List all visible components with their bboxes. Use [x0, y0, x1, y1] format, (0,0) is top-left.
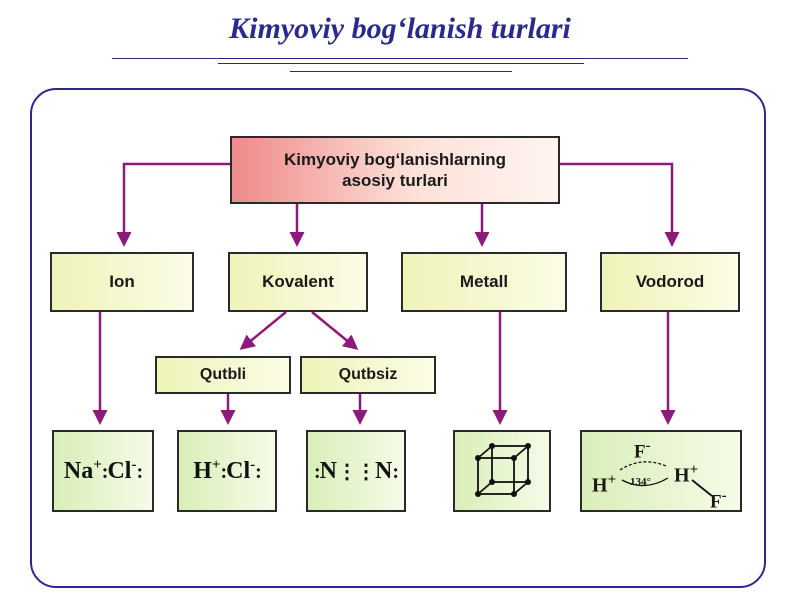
example-qutbsiz: :N⋮⋮N: — [306, 430, 406, 512]
ion-formula: Na+:Cl-: — [63, 457, 143, 485]
electron-dots: : — [101, 461, 109, 483]
category-vodorod: Vodorod — [600, 252, 740, 312]
cubic-lattice-icon — [475, 443, 531, 497]
electron-dots: : — [255, 461, 262, 483]
arrow-root-to-vodorod — [560, 162, 680, 247]
qutbli-formula: H+:Cl-: — [193, 457, 262, 485]
category-vodorod-label: Vodorod — [635, 272, 705, 291]
qutbsiz-formula: :N⋮⋮N: — [313, 457, 399, 485]
electron-dots: : — [313, 460, 321, 483]
root-node: Kimyoviy bog‘lanishlarning asosiy turlar… — [230, 136, 560, 204]
subtype-qutbsiz: Qutbsiz — [300, 356, 436, 394]
qutbsiz-atom2: N — [375, 457, 393, 484]
vodorod-f1-charge: - — [645, 438, 651, 454]
qutbli-atom2: Cl — [226, 458, 251, 484]
triple-bond-dots: ⋮⋮ — [337, 460, 376, 483]
subtype-qutbsiz-label: Qutbsiz — [338, 366, 398, 383]
title-underline-middle — [218, 63, 584, 64]
ion-anion: Cl — [107, 458, 132, 484]
qutbli-atom2-charge: - — [250, 457, 256, 473]
hydrogen-bond-diagram — [619, 461, 713, 497]
qutbli-atom1: H — [193, 458, 212, 484]
subtype-qutbli-label: Qutbli — [199, 366, 247, 383]
root-label-line2: asosiy turlari — [342, 171, 448, 190]
example-qutbli: H+:Cl-: — [177, 430, 277, 512]
category-kovalent: Kovalent — [228, 252, 368, 312]
ion-anion-charge: - — [131, 457, 137, 473]
vodorod-h2: H — [674, 464, 690, 487]
category-ion-label: Ion — [109, 272, 135, 291]
category-kovalent-label: Kovalent — [262, 272, 334, 291]
ion-cation: Na — [63, 458, 94, 484]
arrow-root-to-ion — [116, 162, 230, 247]
root-label-line1: Kimyoviy bog‘lanishlarning — [284, 150, 506, 169]
vodorod-f2: F — [710, 491, 722, 513]
electron-dots: : — [392, 460, 399, 483]
example-metall — [453, 430, 551, 512]
electron-dots: : — [220, 461, 227, 483]
electron-dots: : — [136, 461, 143, 483]
category-ion: Ion — [50, 252, 194, 312]
arrow-kovalent-to-qutbli — [239, 311, 287, 350]
vodorod-h2-charge: + — [689, 462, 699, 478]
title-underline-top — [112, 58, 688, 59]
vodorod-f1: F — [634, 441, 646, 463]
qutbli-atom1-charge: + — [211, 457, 221, 473]
ion-cation-charge: + — [93, 457, 102, 473]
vodorod-h1: H — [592, 474, 608, 497]
title-underline-bottom — [290, 71, 512, 72]
vodorod-f2-charge: - — [721, 488, 727, 504]
subtype-qutbli: Qutbli — [155, 356, 291, 394]
example-vodorod: H+ F- H+ F- 134° — [580, 430, 742, 512]
vodorod-angle: 134° — [630, 476, 651, 488]
page-title: Kimyoviy bog‘lanish turlari — [229, 12, 571, 45]
category-metall-label: Metall — [459, 272, 509, 291]
category-metall: Metall — [401, 252, 567, 312]
vodorod-h1-charge: + — [607, 472, 617, 488]
example-ion: Na+:Cl-: — [52, 430, 154, 512]
qutbsiz-atom1: N — [319, 457, 337, 484]
arrow-kovalent-to-qutbsiz — [311, 311, 359, 350]
